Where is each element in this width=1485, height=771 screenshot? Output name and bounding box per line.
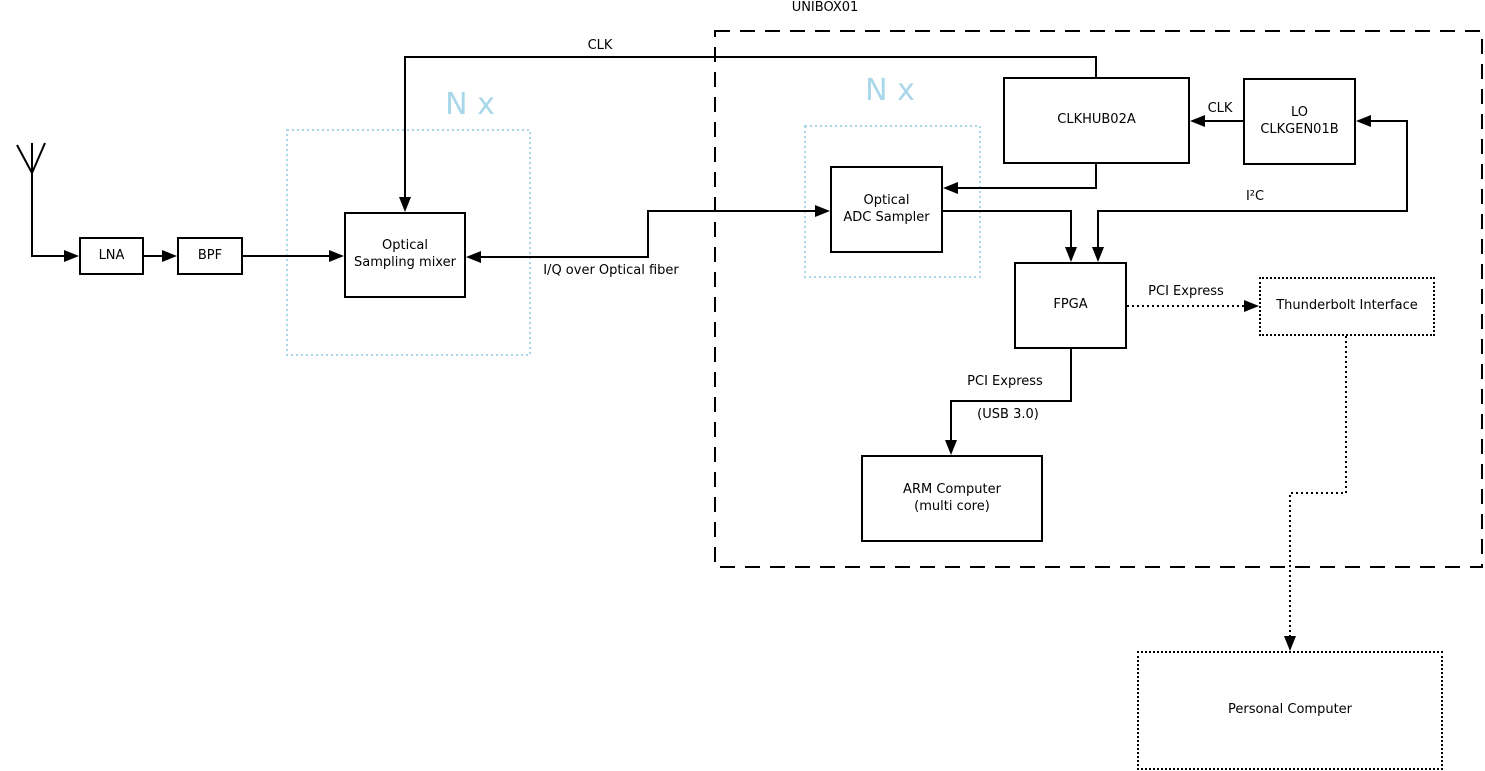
edge-iq-fiber <box>480 210 817 258</box>
node-optical-sampling-mixer: Optical Sampling mixer <box>344 212 466 298</box>
edge-i2c <box>1097 120 1408 249</box>
node-lo-clkgen01b: LO CLKGEN01B <box>1243 78 1356 165</box>
node-thunderbolt-interface: Thunderbolt Interface <box>1259 277 1435 336</box>
fpga-arm-arrowhead <box>945 440 957 455</box>
edge-label-iq-fiber: I/Q over Optical fiber <box>543 263 679 278</box>
edge-label-clk-distribution: CLK <box>587 38 613 53</box>
antenna-icon <box>16 142 66 257</box>
edge-fpga-arm <box>950 349 1072 441</box>
adc-fpga-arrowhead <box>1065 247 1077 262</box>
edge-clkhub-adc <box>957 164 1097 189</box>
node-personal-computer: Personal Computer <box>1137 651 1443 770</box>
lna-bpf-arrowhead <box>162 250 177 262</box>
nx-right-label: N x <box>865 73 915 108</box>
iq-mixer-arrowhead <box>466 251 481 263</box>
fpga-thunderbolt-arrowhead <box>1244 300 1259 312</box>
node-optical-adc-sampler: Optical ADC Sampler <box>830 166 943 253</box>
edge-adc-fpga <box>943 210 1072 249</box>
nx-left-frame <box>286 129 531 356</box>
unibox-enclosure-frame <box>714 30 1483 568</box>
edge-label-clk-lo: CLK <box>1207 101 1233 116</box>
lo-clkhub-arrowhead <box>1190 115 1205 127</box>
enclosure-label: UNIBOX01 <box>791 0 859 15</box>
nx-left-label: N x <box>445 87 495 122</box>
node-clkhub02a: CLKHUB02A <box>1003 77 1190 164</box>
edge-label-usb30: (USB 3.0) <box>977 407 1039 422</box>
edge-label-pcie-thunderbolt: PCI Express <box>1148 284 1224 299</box>
thunderbolt-pc-arrowhead <box>1284 636 1296 651</box>
node-bpf: BPF <box>177 237 243 275</box>
nx-right-frame <box>804 125 981 278</box>
i2c-fpga-arrowhead <box>1092 247 1104 262</box>
node-arm-computer: ARM Computer (multi core) <box>861 455 1043 542</box>
node-fpga: FPGA <box>1014 262 1127 349</box>
clk-mixer-arrowhead <box>399 197 411 212</box>
clkhub-adc-arrowhead <box>943 182 958 194</box>
node-lna: LNA <box>79 237 144 275</box>
antenna-to-lna-arrowhead <box>64 250 79 262</box>
edge-label-pcie-arm: PCI Express <box>967 374 1043 389</box>
edge-clk-distribution <box>404 56 1097 199</box>
edge-label-i2c: I²C <box>1245 189 1265 204</box>
bpf-mixer-arrowhead <box>329 250 344 262</box>
iq-adc-arrowhead <box>815 205 830 217</box>
edge-thunderbolt-pc <box>1289 336 1347 637</box>
i2c-lo-arrowhead <box>1356 115 1371 127</box>
